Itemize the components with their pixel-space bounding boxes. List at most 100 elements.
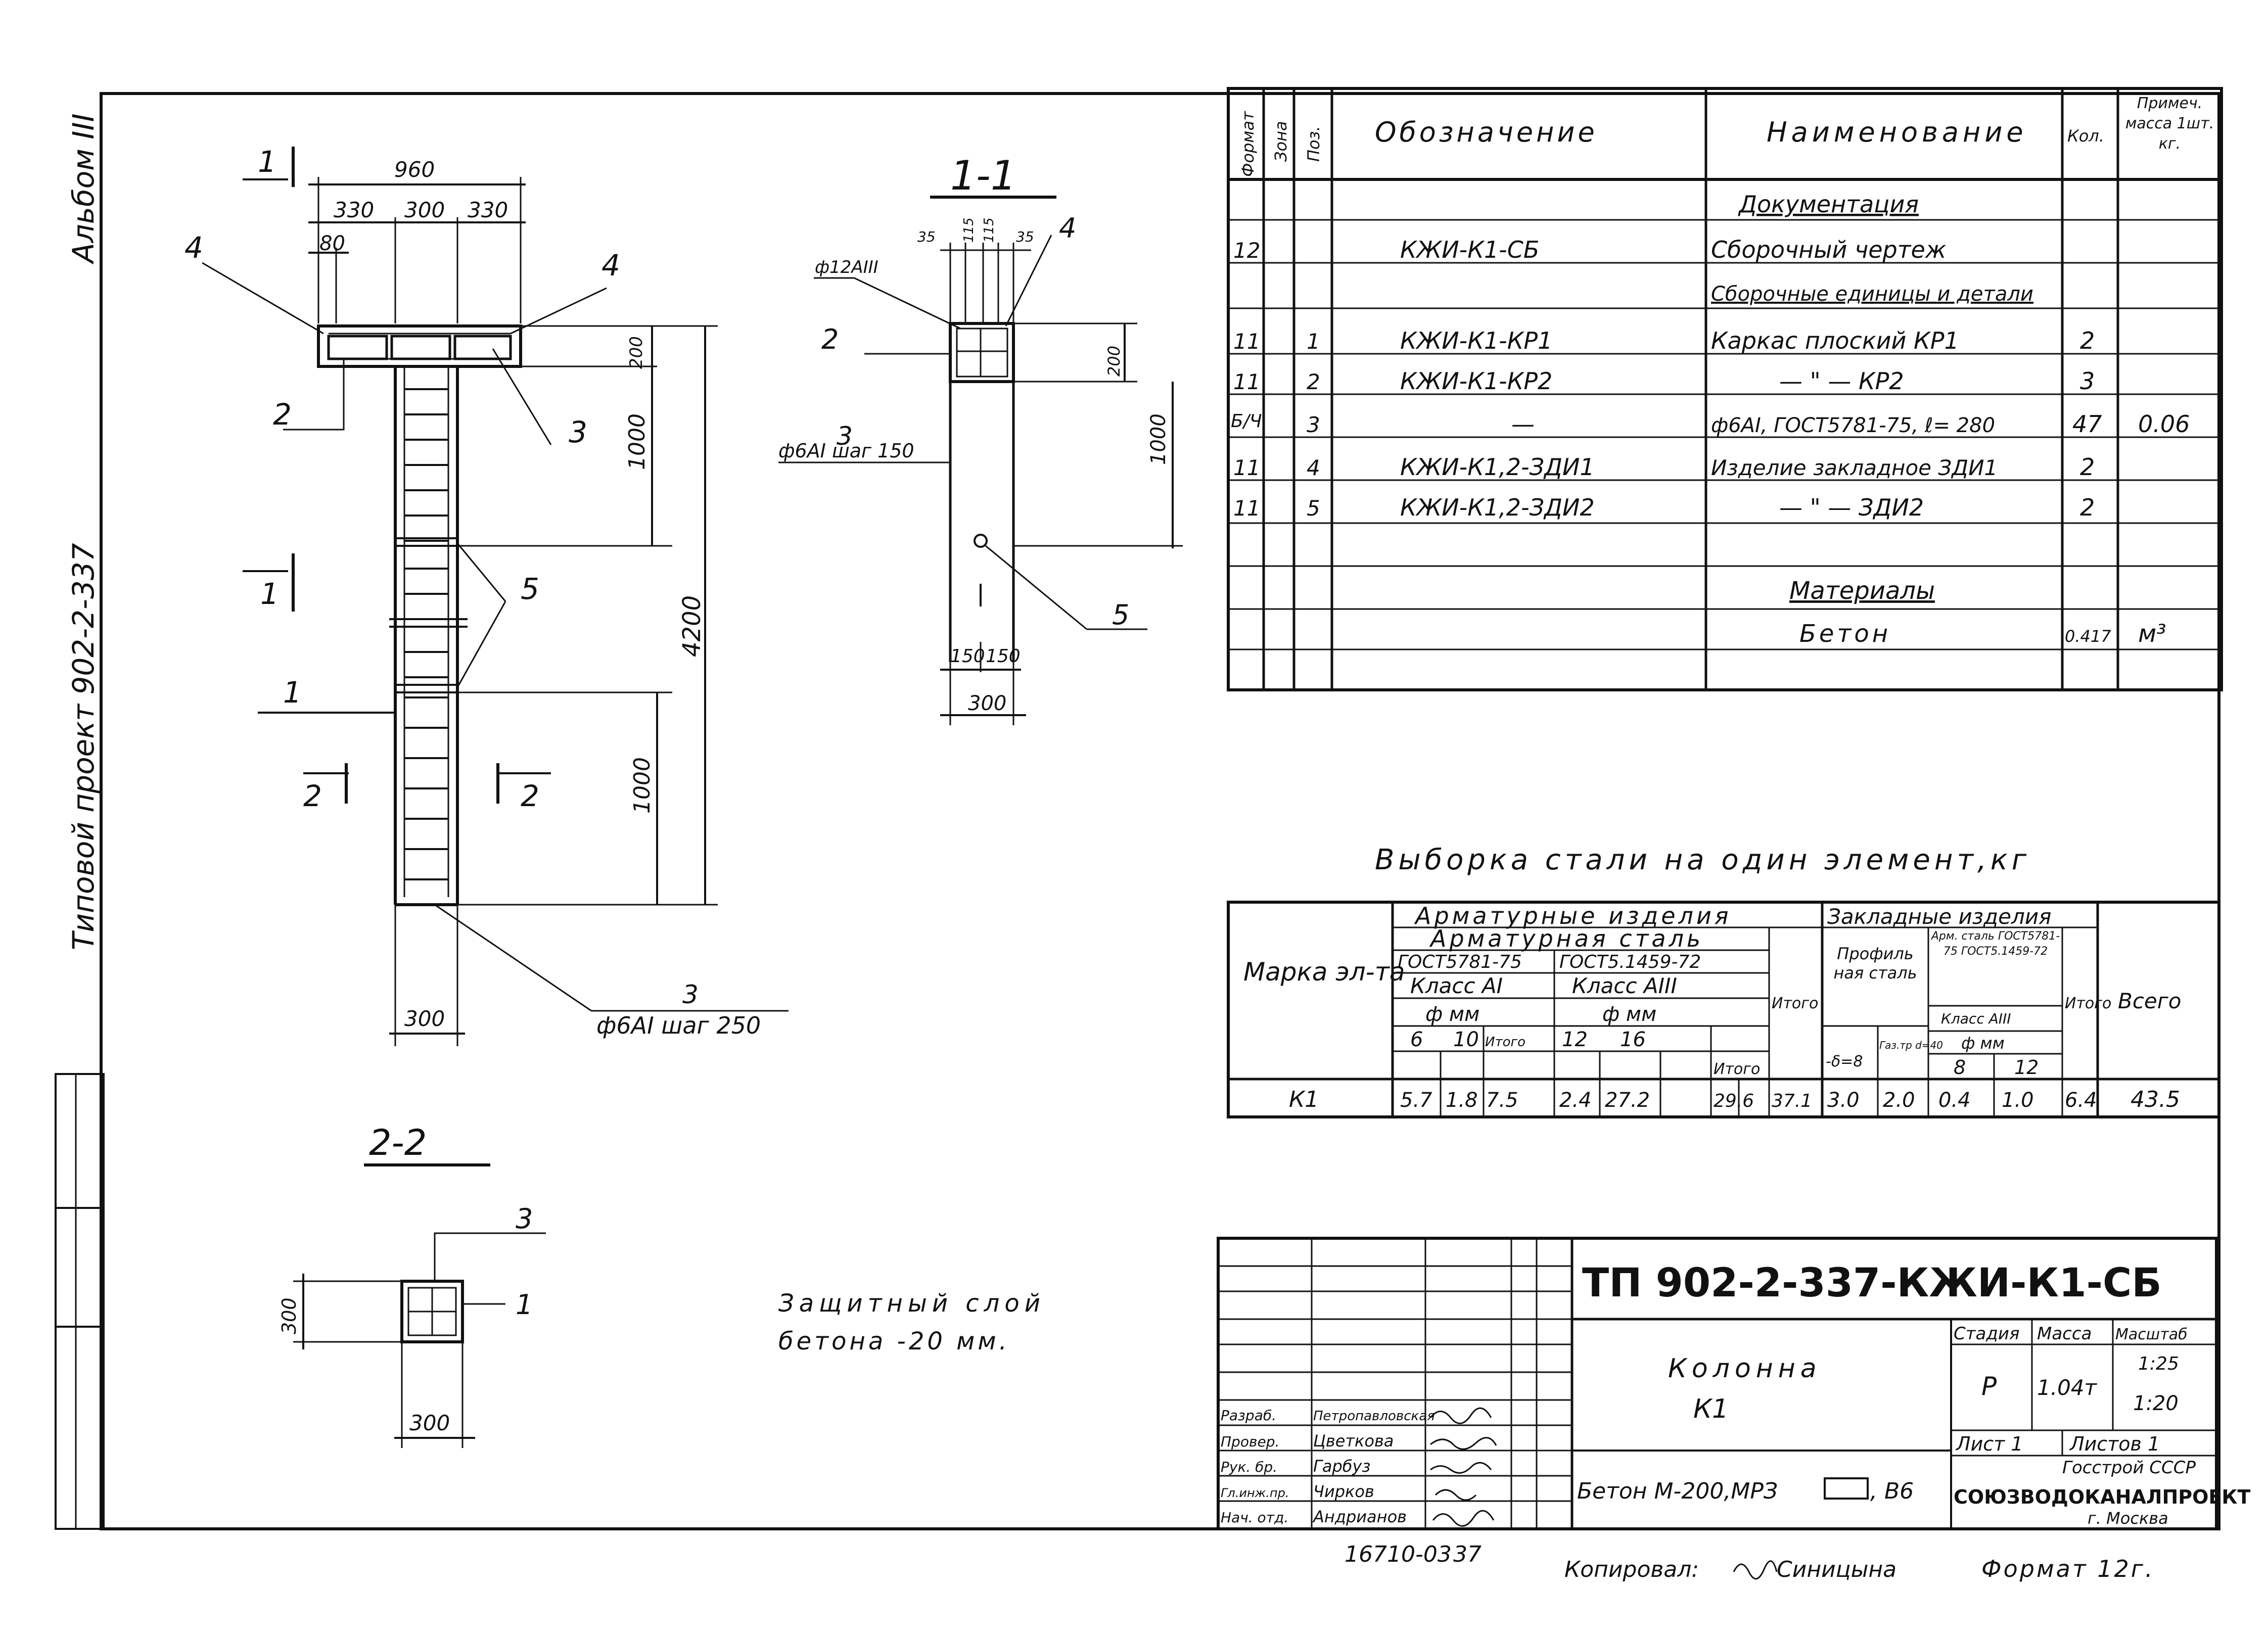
- footer-number: 16710-03: [1345, 1541, 1452, 1567]
- title-sheets: Листов 1: [2069, 1433, 2160, 1455]
- steel-pipe: Газ.тр d=40: [1879, 1039, 1943, 1051]
- s11-dim-1000: 1000: [1147, 413, 1170, 465]
- s11-note3-text: ф6АI шаг 150: [778, 440, 914, 462]
- spec-r6-designation: КЖИ-К1,2-ЗДИ1: [1400, 453, 1595, 481]
- spec-r5-designation: —: [1511, 410, 1535, 438]
- spec-r3-qty: 2: [2080, 327, 2095, 354]
- steel-arm-steel2: Арм. сталь ГОСТ5781-75 ГОСТ5.1459-72: [1931, 930, 2060, 958]
- staff-role-2: Рук. бр.: [1221, 1459, 1277, 1475]
- title-block: ТП 902-2-337-КЖИ-К1-СБ Колонна К1 Бетон …: [1217, 1237, 2250, 1530]
- callout-4-right: 4: [601, 248, 620, 283]
- spec-r7-pos: 5: [1307, 496, 1320, 521]
- spec-r5-pos: 3: [1307, 412, 1320, 437]
- dim-300: 300: [404, 198, 445, 222]
- steel-row-mark: К1: [1289, 1087, 1319, 1112]
- steel-itogo1: Итого: [1485, 1035, 1525, 1050]
- title-mass-h: Масса: [2037, 1324, 2092, 1344]
- steel-d16: 16: [1620, 1028, 1646, 1051]
- steel-itogo2: Итого: [1714, 1060, 1760, 1078]
- steel-dmm3: ф мм: [1961, 1034, 2005, 1053]
- title-scale2: 1:20: [2133, 1392, 2179, 1415]
- title-scale1: 1:25: [2138, 1353, 2179, 1374]
- s11-callout-2: 2: [821, 323, 839, 355]
- spec-h-designation: Обозначение: [1375, 116, 1598, 148]
- rebar-note-num: 3: [682, 980, 699, 1009]
- steel-v-8: 0.4: [1938, 1089, 1971, 1112]
- steel-armature-items: Арматурные изделия: [1414, 902, 1732, 929]
- staff-role-0: Разраб.: [1221, 1407, 1276, 1424]
- steel-itogo4: Итого: [2065, 995, 2111, 1012]
- callout-2: 2: [273, 397, 292, 432]
- spec-r0-name: Документация: [1738, 191, 1919, 218]
- project-label: Типовой проект 902-2-337: [66, 543, 101, 950]
- callout-3: 3: [569, 415, 587, 449]
- callout-1-lower: 1: [283, 675, 302, 710]
- dim-4200: 4200: [678, 595, 706, 657]
- staff-name-4: Андрианов: [1312, 1507, 1407, 1526]
- title-material: Бетон М-200,МРЗ: [1577, 1478, 1778, 1504]
- s11-dim-35-right: 35: [1016, 228, 1034, 245]
- spec-h-zone: Зона: [1271, 121, 1290, 162]
- steel-v-6: 5.7: [1400, 1089, 1432, 1112]
- spec-r1-designation: КЖИ-К1-СБ: [1400, 236, 1539, 263]
- protect-note-line2: бетона -20 мм.: [778, 1327, 1010, 1356]
- spec-r6-format: 11: [1233, 455, 1260, 480]
- s11-callout-4: 4: [1059, 212, 1076, 244]
- steel-gost2: ГОСТ5.1459-72: [1559, 952, 1701, 972]
- steel-gost1: ГОСТ5781-75: [1398, 952, 1522, 972]
- spec-r7-name: — " — ЗДИ2: [1779, 494, 1924, 521]
- steel-v-itogo1: 7.5: [1486, 1089, 1518, 1112]
- steel-v-10: 1.8: [1446, 1089, 1478, 1112]
- section-1-1-title: 1-1: [950, 152, 1016, 199]
- steel-d10: 10: [1453, 1028, 1479, 1051]
- spec-r3-name: Каркас плоский КР1: [1711, 327, 1959, 354]
- spec-r10-note: м³: [2138, 620, 2166, 648]
- spec-r10-name: Бетон: [1799, 620, 1891, 648]
- cut-mark-2-right: 2: [521, 779, 539, 813]
- spec-r4-qty: 3: [2080, 367, 2095, 395]
- steel-v-itogo4: 6.4: [2065, 1089, 2097, 1112]
- title-org2: СОЮЗВОДОКАНАЛПРОЕКТ: [1954, 1486, 2250, 1508]
- staff-name-1: Цветкова: [1313, 1431, 1394, 1451]
- spec-r5-note: 0.06: [2138, 410, 2190, 438]
- title-stage-h: Стадия: [1954, 1324, 2019, 1344]
- cut-mark-1-mid: 1: [260, 577, 279, 611]
- spec-r5-name: ф6АI, ГОСТ5781-75, ℓ= 280: [1711, 414, 1995, 437]
- spec-r5-qty: 47: [2072, 410, 2102, 438]
- spec-r9-name: Материалы: [1789, 577, 1935, 605]
- sheet-frame: [100, 92, 2220, 1530]
- dim-330-left: 330: [334, 198, 374, 222]
- s22-callout-1: 1: [516, 1289, 533, 1321]
- steel-profile: Профиль ная сталь: [1833, 944, 1917, 983]
- steel-v-pipe: 2.0: [1883, 1089, 1915, 1112]
- s11-dim-115-b: 115: [982, 217, 997, 243]
- spec-r3-designation: КЖИ-К1-КР1: [1400, 327, 1552, 354]
- steel-d8: 8: [1954, 1056, 1966, 1079]
- spec-r4-designation: КЖИ-К1-КР2: [1400, 367, 1552, 395]
- spec-r6-name: Изделие закладное ЗДИ1: [1711, 455, 1998, 480]
- steel-v-12: 2.4: [1559, 1089, 1592, 1112]
- dim-960: 960: [394, 157, 435, 182]
- spec-r2-name: Сборочные единицы и детали: [1711, 283, 2033, 306]
- spec-h-pos: Поз.: [1304, 126, 1323, 162]
- s11-dim-300: 300: [968, 692, 1006, 715]
- steel-itogo3: Итого: [1772, 995, 1818, 1012]
- spec-r6-pos: 4: [1307, 455, 1320, 480]
- column-elevation: 960 330 300 330 80 1 1 1 2 2 200 1000 42: [184, 145, 789, 1046]
- section-2-2: 2-2 3 1 300 300: [278, 1122, 546, 1448]
- spec-r4-name: — " — КР2: [1779, 367, 1904, 395]
- s11-bar-label: ф12АIII: [815, 257, 878, 277]
- footer-format: Формат 12г.: [1981, 1555, 2155, 1582]
- title-stage: Р: [1981, 1372, 1997, 1401]
- steel-class3: Класс АIII: [1941, 1010, 2011, 1027]
- steel-table: Марка эл-та Арматурные изделия Арматурна…: [1227, 901, 2220, 1118]
- s11-dim-150-right: 150: [986, 646, 1021, 667]
- steel-armature-steel: Арматурная сталь: [1429, 925, 1703, 952]
- steel-class1: Класс АI: [1410, 973, 1503, 998]
- s11-dim-150-left: 150: [950, 646, 985, 667]
- spec-r6-qty: 2: [2080, 453, 2095, 481]
- s11-dim-35-left: 35: [917, 228, 936, 245]
- steel-embedded: Закладные изделия: [1827, 904, 2051, 929]
- s11-dim-115-a: 115: [961, 217, 977, 243]
- steel-title: Выборка стали на один элемент,кг: [1375, 844, 2030, 876]
